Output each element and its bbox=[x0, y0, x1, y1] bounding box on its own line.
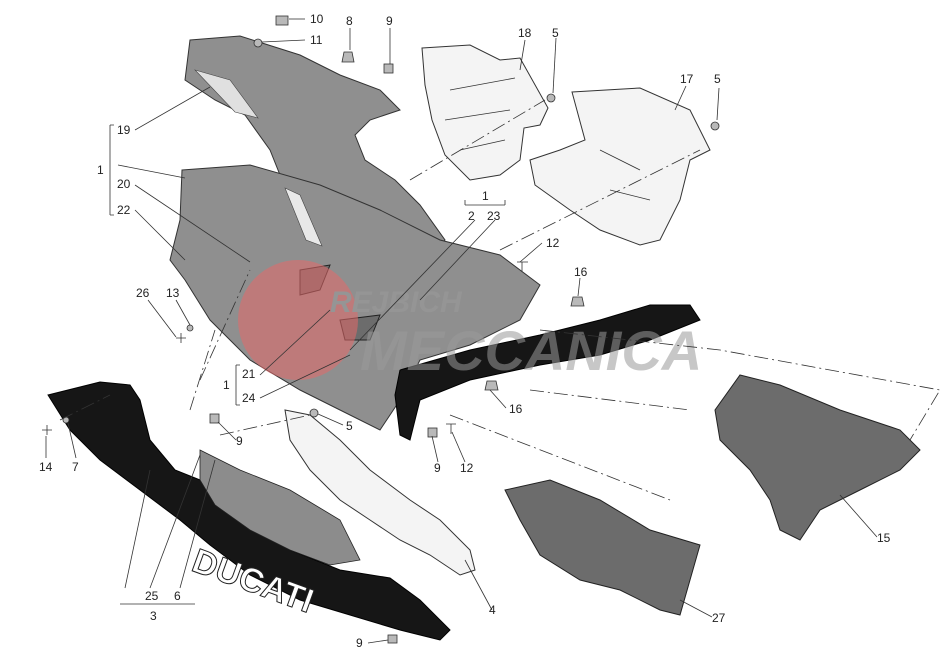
label-4: 4 bbox=[489, 603, 496, 617]
label-24: 24 bbox=[242, 391, 256, 405]
label-26: 26 bbox=[136, 286, 150, 300]
part-9-clip bbox=[209, 413, 220, 424]
part-9-clip bbox=[427, 427, 438, 438]
label-14: 14 bbox=[39, 460, 53, 474]
label-18: 18 bbox=[518, 26, 532, 40]
watermark-line1: REJBICH bbox=[330, 286, 463, 319]
label-5: 5 bbox=[552, 26, 559, 40]
part-15-duct bbox=[714, 374, 921, 541]
label-12: 12 bbox=[546, 236, 560, 250]
fairing-stripe bbox=[194, 69, 259, 119]
part-9-clip bbox=[387, 634, 398, 644]
leader-lines bbox=[45, 18, 878, 644]
label-5: 5 bbox=[714, 72, 721, 86]
label-10: 10 bbox=[310, 12, 324, 26]
label-9: 9 bbox=[386, 14, 393, 28]
part-16-nut bbox=[484, 380, 499, 391]
hardware bbox=[42, 15, 720, 644]
label-1: 1 bbox=[97, 163, 104, 177]
label-15: 15 bbox=[877, 531, 891, 545]
part-19-upper-fairing bbox=[184, 35, 446, 256]
label-23: 23 bbox=[487, 209, 501, 223]
fairing-white-band bbox=[284, 187, 323, 247]
label-9: 9 bbox=[356, 636, 363, 650]
label-3: 3 bbox=[150, 609, 157, 623]
label-22: 22 bbox=[117, 203, 131, 217]
watermark: REJBICH MECCANICA bbox=[238, 260, 702, 382]
label-9: 9 bbox=[434, 461, 441, 475]
label-13: 13 bbox=[166, 286, 180, 300]
label-11: 11 bbox=[310, 33, 323, 47]
part-17-inner-panel bbox=[529, 87, 711, 246]
assembly-lines bbox=[59, 99, 941, 501]
part-12-screw bbox=[446, 423, 456, 434]
watermark-line2: MECCANICA bbox=[360, 319, 702, 382]
label-9: 9 bbox=[236, 434, 243, 448]
part-11-washer bbox=[253, 38, 263, 48]
label-25: 25 bbox=[145, 589, 159, 603]
part-26-screw bbox=[176, 333, 186, 343]
part-16-nut bbox=[570, 296, 585, 307]
black-lower-strip bbox=[394, 304, 701, 441]
part-10-clip bbox=[275, 15, 289, 26]
part-9-clip bbox=[383, 63, 394, 74]
part-12-screw bbox=[517, 261, 528, 272]
label-20: 20 bbox=[117, 177, 131, 191]
label-6: 6 bbox=[174, 589, 181, 603]
part-3-lower-fairing bbox=[47, 381, 451, 641]
label-27: 27 bbox=[712, 611, 726, 625]
part-5-grommet bbox=[710, 121, 720, 131]
label-16: 16 bbox=[574, 265, 588, 279]
part-27-duct bbox=[504, 479, 701, 616]
label-7: 7 bbox=[72, 460, 79, 474]
label-1: 1 bbox=[223, 378, 230, 392]
label-19: 19 bbox=[117, 123, 131, 137]
label-8: 8 bbox=[346, 14, 353, 28]
label-12: 12 bbox=[460, 461, 474, 475]
label-1: 1 bbox=[482, 189, 489, 203]
label-17: 17 bbox=[680, 72, 694, 86]
label-21: 21 bbox=[242, 367, 256, 381]
label-16: 16 bbox=[509, 402, 523, 416]
part-4-inner-panel bbox=[284, 409, 476, 576]
label-2: 2 bbox=[468, 209, 475, 223]
part-8-nut bbox=[341, 51, 355, 63]
part-5-grommet bbox=[309, 408, 319, 418]
fairing-grey-panel bbox=[199, 449, 361, 566]
part-13-washer bbox=[186, 324, 194, 332]
label-5: 5 bbox=[346, 419, 353, 433]
part-5-grommet bbox=[546, 93, 556, 103]
part-number-labels: 10 11 8 9 18 5 17 5 19 1 20 22 1 2 23 12… bbox=[39, 12, 891, 650]
part-18-inner-panel bbox=[421, 44, 549, 181]
part-14-screw bbox=[42, 425, 52, 435]
